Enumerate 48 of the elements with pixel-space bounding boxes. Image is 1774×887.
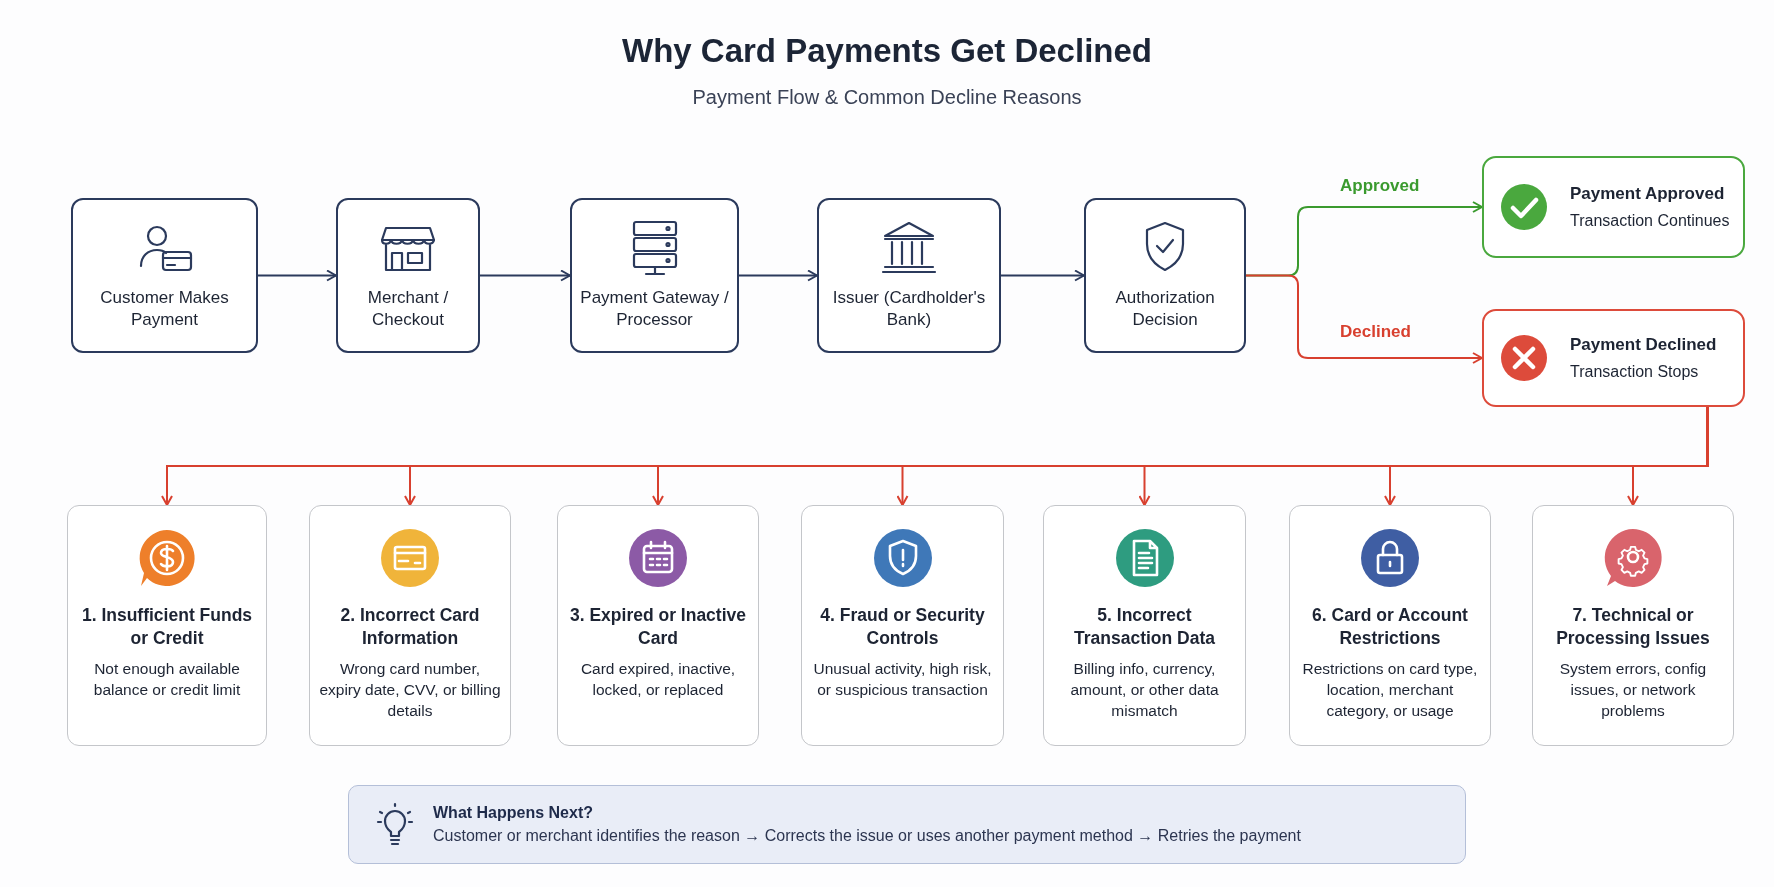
process-box — [1084, 198, 1246, 353]
node-label: Merchant / Checkout — [366, 287, 450, 331]
card-description: Wrong card number, expiry date, CVV, or billing details — [318, 659, 502, 721]
diagram-title: Why Card Payments Get Declined — [621, 32, 1153, 70]
outcome-heading: Payment Approved — [1570, 184, 1726, 204]
process-box — [336, 198, 480, 353]
arrow — [479, 269, 571, 282]
reason-card — [67, 505, 267, 746]
reason-card — [557, 505, 759, 746]
reason-card — [1043, 505, 1246, 746]
process-box — [71, 198, 258, 353]
node-label: Authorization Decision — [1114, 287, 1216, 331]
outcome-heading: Payment Declined — [1570, 335, 1717, 355]
card-description: Not enough available balance or credit limit — [92, 659, 242, 700]
note-heading: What Happens Next? — [433, 804, 594, 822]
outcome-box — [1482, 156, 1745, 258]
card-heading: 5. Incorrect Transaction Data — [1073, 604, 1216, 650]
card-heading: 7. Technical or Processing Issues — [1555, 604, 1711, 650]
arrow — [738, 269, 818, 282]
card-heading: 6. Card or Account Restrictions — [1311, 604, 1469, 650]
node-label: Payment Gateway / Processor — [579, 287, 730, 331]
process-box — [817, 198, 1001, 353]
arrow — [1000, 269, 1085, 282]
arrow — [1245, 274, 1483, 364]
outcome-text: Transaction Stops — [1570, 363, 1700, 381]
reason-card — [1532, 505, 1734, 746]
reason-card — [309, 505, 511, 746]
node-label: Customer Makes Payment — [99, 287, 230, 331]
card-description: System errors, config issues, or network problems — [1558, 659, 1708, 721]
node-label: Issuer (Cardholder's Bank) — [831, 287, 987, 331]
card-description: Unusual activity, high risk, or suspicious transaction — [812, 659, 993, 700]
card-heading: 3. Expired or Inactive Card — [568, 604, 747, 650]
arrow — [257, 269, 337, 282]
card-heading: 1. Insufficient Funds or Credit — [80, 604, 254, 650]
note-text: Customer or merchant identifies the reason → Corrects the issue or uses another payment method → Retries the payment — [433, 827, 1301, 845]
card-description: Billing info, currency, amount, or other data mismatch — [1069, 659, 1220, 721]
process-box — [570, 198, 739, 353]
card-description: Card expired, inactive, locked, or replaced — [579, 659, 737, 700]
card-heading: 4. Fraud or Security Controls — [819, 604, 986, 650]
reason-card — [801, 505, 1004, 746]
outcome-box — [1482, 309, 1745, 407]
subtitle: Payment Flow & Common Decline Reasons — [691, 86, 1083, 109]
note-panel — [348, 785, 1466, 864]
outcome-text: Transaction Continues — [1570, 212, 1730, 230]
reason-card — [1289, 505, 1491, 746]
arrow — [1627, 406, 1709, 506]
card-description: Restrictions on card type, location, merchant category, or usage — [1301, 659, 1479, 721]
card-heading: 2. Incorrect Card Information — [339, 604, 481, 650]
